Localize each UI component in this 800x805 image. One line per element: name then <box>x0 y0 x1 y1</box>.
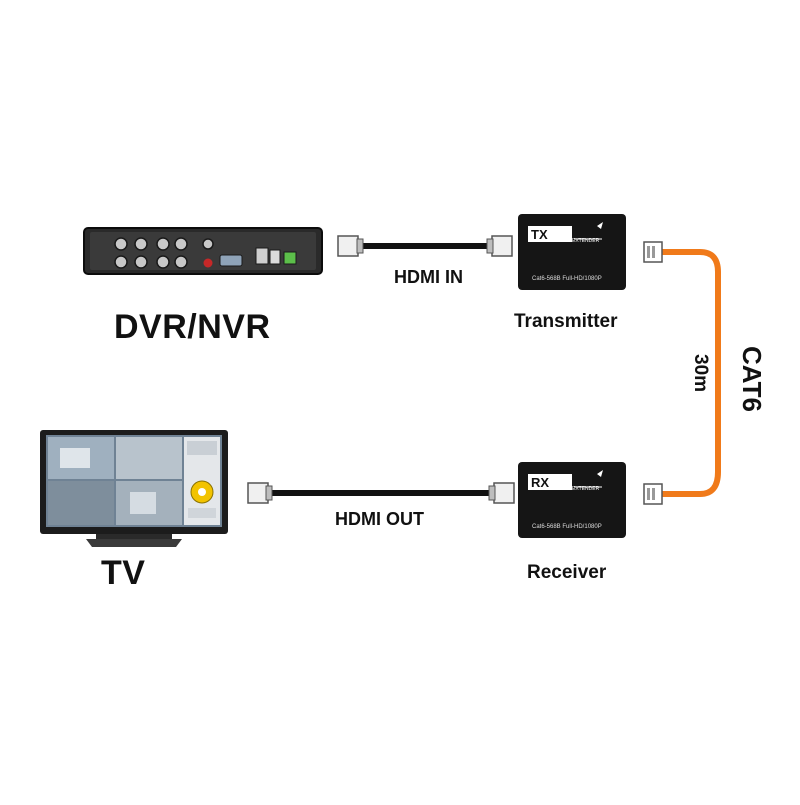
dvr-device <box>83 227 323 275</box>
hdmi-in-cable <box>337 235 513 257</box>
rx-extender-word: EXTENDER <box>572 486 600 492</box>
cat6-cable <box>643 241 721 505</box>
hdmi-out-cable <box>247 482 515 504</box>
hdmi-in-label: HDMI IN <box>394 267 463 287</box>
tv-label: TV <box>101 554 146 592</box>
transmitter-label: Transmitter <box>514 311 618 332</box>
receiver-label: Receiver <box>527 562 607 583</box>
cable-type-label: CAT6 <box>737 346 767 412</box>
tv-device <box>40 430 228 547</box>
tx-badge: TX <box>531 227 548 242</box>
rx-badge: RX <box>531 475 550 490</box>
rx-spec-text: Cat6-568B Full-HD/1080P <box>532 524 602 530</box>
hdmi-out-label: HDMI OUT <box>335 509 424 529</box>
tx-spec-text: Cat6-568B Full-HD/1080P <box>532 276 602 282</box>
dvr-label: DVR/NVR <box>114 308 271 346</box>
receiver-device <box>518 462 626 538</box>
tx-extender-word: EXTENDER <box>572 238 600 244</box>
cable-length-label: 30m <box>690 354 711 393</box>
transmitter-device <box>518 214 626 290</box>
